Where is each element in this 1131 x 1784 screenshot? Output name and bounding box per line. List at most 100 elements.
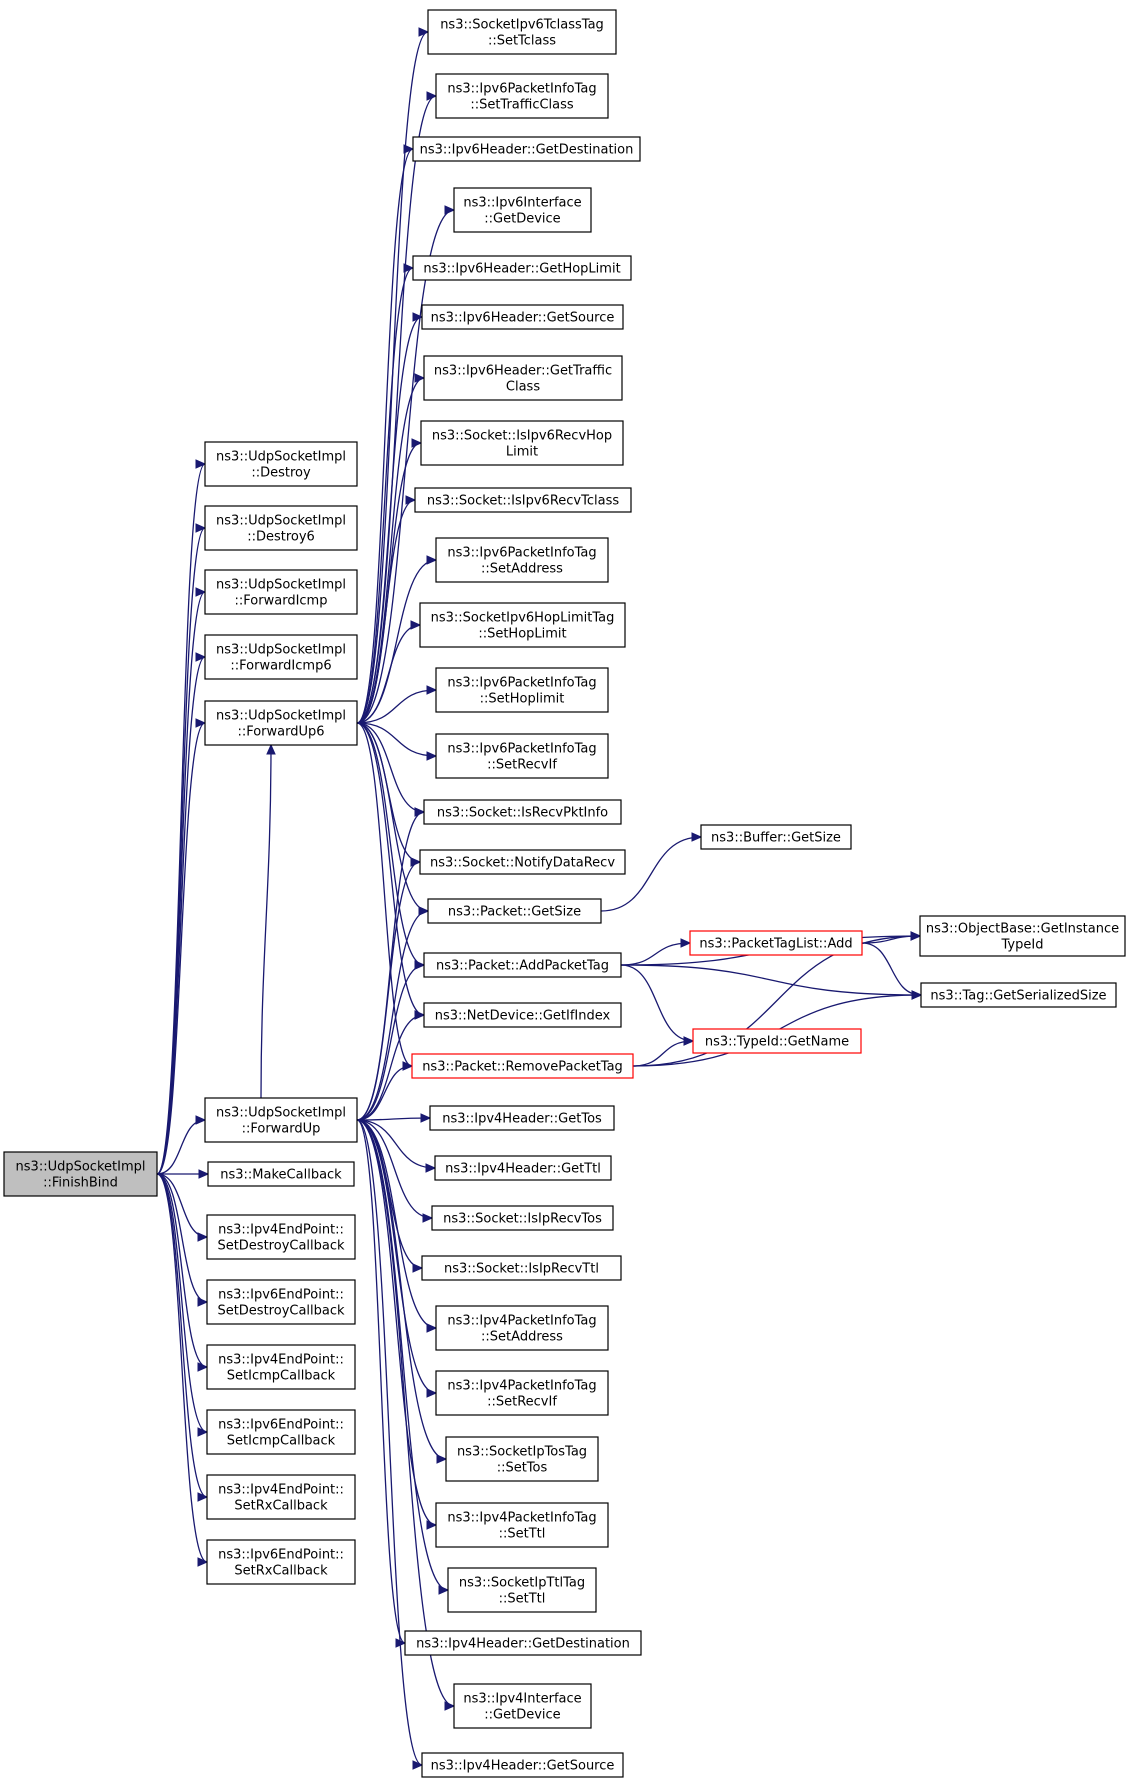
- node-bufsize[interactable]: ns3::Buffer::GetSize: [700, 824, 852, 850]
- node-pi4ttl[interactable]: ns3::Ipv4PacketInfoTag::SetTtl: [435, 1502, 609, 1548]
- edge-fwdup-to-h4dest: [356, 1119, 406, 1644]
- node-ifindex[interactable]: ns3::NetDevice::GetIfIndex: [423, 1002, 622, 1028]
- node-ep4rx[interactable]: ns3::Ipv4EndPoint::SetRxCallback: [206, 1474, 356, 1520]
- node-label-ep4icmp-line-1: ns3::Ipv4EndPoint::: [218, 1353, 344, 1368]
- node-label-pktinfo-line-1: ns3::Socket::IsRecvPktInfo: [437, 806, 608, 821]
- node-pi6recvif[interactable]: ns3::Ipv6PacketInfoTag::SetRecvIf: [435, 733, 609, 779]
- node-box-h6src: [421, 304, 624, 330]
- node-label-pi4addr-line-2: ::SetAddress: [481, 1330, 563, 1345]
- node-if4dev[interactable]: ns3::Ipv4Interface::GetDevice: [453, 1683, 592, 1729]
- node-label-ep4rx-line-2: SetRxCallback: [234, 1499, 328, 1514]
- edge-rmtag-to-getinst: [632, 935, 921, 1067]
- node-box-ep6icmp: [206, 1409, 356, 1455]
- node-label-h6dest-line-1: ns3::Ipv6Header::GetDestination: [420, 143, 634, 158]
- node-ttltag[interactable]: ns3::SocketIpTtlTag::SetTtl: [447, 1567, 597, 1613]
- node-tagsize[interactable]: ns3::Tag::GetSerializedSize: [920, 982, 1117, 1008]
- node-label-recvhop-line-1: ns3::Socket::IsIpv6RecvHop: [432, 429, 612, 444]
- node-box-h6dest: [412, 136, 641, 162]
- node-box-ep4destroy: [206, 1214, 356, 1260]
- edge-fwdup6-to-pi6hop: [356, 689, 437, 724]
- arrowhead-rmtag-to-tagsize: [911, 990, 923, 1000]
- node-ptladd[interactable]: ns3::PacketTagList::Add: [689, 930, 863, 956]
- node-pi6addr[interactable]: ns3::Ipv6PacketInfoTag::SetAddress: [435, 537, 609, 583]
- node-addtag[interactable]: ns3::Packet::AddPacketTag: [423, 952, 622, 978]
- node-ep6icmp[interactable]: ns3::Ipv6EndPoint::SetIcmpCallback: [206, 1409, 356, 1455]
- node-fwdicmp6[interactable]: ns3::UdpSocketImpl::ForwardIcmp6: [204, 634, 358, 680]
- node-h4src[interactable]: ns3::Ipv4Header::GetSource: [421, 1752, 624, 1778]
- node-pktinfo[interactable]: ns3::Socket::IsRecvPktInfo: [423, 799, 622, 825]
- node-makecb[interactable]: ns3::MakeCallback: [207, 1161, 355, 1187]
- arrowhead-finishbind-to-fwdicmp6: [195, 652, 207, 662]
- node-typename[interactable]: ns3::TypeId::GetName: [692, 1028, 862, 1054]
- node-label-destroy-line-1: ns3::UdpSocketImpl: [216, 450, 346, 465]
- node-box-pi4recvif: [435, 1370, 609, 1416]
- edge-fwdup-to-pktsize: [356, 910, 429, 1121]
- node-fwdicmp[interactable]: ns3::UdpSocketImpl::ForwardIcmp: [204, 569, 358, 615]
- node-label-pi6addr-line-1: ns3::Ipv6PacketInfoTag: [447, 546, 596, 561]
- node-pi6hop[interactable]: ns3::Ipv6PacketInfoTag::SetHoplimit: [435, 667, 609, 713]
- node-hoptag[interactable]: ns3::SocketIpv6HopLimitTag::SetHopLimit: [419, 602, 626, 648]
- edge-fwdup6-to-h6tc: [356, 377, 425, 724]
- node-recvttl[interactable]: ns3::Socket::IsIpRecvTtl: [421, 1255, 622, 1281]
- node-h6src[interactable]: ns3::Ipv6Header::GetSource: [421, 304, 624, 330]
- edge-finishbind-to-ep6rx: [156, 1173, 208, 1563]
- node-destroy6[interactable]: ns3::UdpSocketImpl::Destroy6: [204, 505, 358, 551]
- node-label-if6dev-line-1: ns3::Ipv6Interface: [463, 196, 581, 211]
- node-tostag[interactable]: ns3::SocketIpTosTag::SetTos: [445, 1436, 599, 1482]
- node-label-fwdicmp-line-2: ::ForwardIcmp: [235, 594, 328, 609]
- node-label-if4dev-line-1: ns3::Ipv4Interface: [463, 1692, 581, 1707]
- node-label-pi6hop-line-1: ns3::Ipv6PacketInfoTag: [447, 676, 596, 691]
- node-ep4icmp[interactable]: ns3::Ipv4EndPoint::SetIcmpCallback: [206, 1344, 356, 1390]
- arrowhead-fwdup-to-recvttl: [412, 1263, 424, 1273]
- node-recvtc[interactable]: ns3::Socket::IsIpv6RecvTclass: [414, 487, 632, 513]
- arrowhead-finishbind-to-makecb: [198, 1169, 210, 1179]
- node-label-tostag-line-1: ns3::SocketIpTosTag: [457, 1445, 587, 1460]
- node-h6hop[interactable]: ns3::Ipv6Header::GetHopLimit: [412, 255, 632, 281]
- edge-fwdup-to-notify: [356, 861, 421, 1121]
- node-box-fwdicmp6: [204, 634, 358, 680]
- edge-fwdup-to-if4dev: [356, 1119, 455, 1707]
- node-h4dest[interactable]: ns3::Ipv4Header::GetDestination: [404, 1630, 642, 1656]
- node-label-ep6destroy-line-1: ns3::Ipv6EndPoint::: [218, 1288, 344, 1303]
- node-notify[interactable]: ns3::Socket::NotifyDataRecv: [419, 849, 626, 875]
- arrowhead-fwdup6-to-tclass: [418, 27, 430, 37]
- edge-fwdup-to-addtag: [356, 964, 425, 1121]
- node-label-getinst-line-1: ns3::ObjectBase::GetInstance: [926, 922, 1119, 937]
- edge-finishbind-to-fwdicmp: [156, 591, 206, 1175]
- node-label-recvtos-line-1: ns3::Socket::IsIpRecvTos: [443, 1212, 602, 1227]
- node-box-tagsize: [920, 982, 1117, 1008]
- node-h4tos[interactable]: ns3::Ipv4Header::GetTos: [429, 1105, 615, 1131]
- node-fwdup[interactable]: ns3::UdpSocketImpl::ForwardUp: [204, 1097, 358, 1143]
- arrowhead-fwdup-to-rmtag: [402, 1061, 414, 1071]
- node-box-typename: [692, 1028, 862, 1054]
- node-tclass[interactable]: ns3::SocketIpv6TclassTag::SetTclass: [427, 9, 617, 55]
- node-destroy[interactable]: ns3::UdpSocketImpl::Destroy: [204, 441, 358, 487]
- node-rmtag[interactable]: ns3::Packet::RemovePacketTag: [411, 1053, 634, 1079]
- node-ep4destroy[interactable]: ns3::Ipv4EndPoint::SetDestroyCallback: [206, 1214, 356, 1260]
- call-nodes: ns3::UdpSocketImpl::FinishBind ns3::UdpSo…: [3, 9, 1126, 1778]
- node-pi4recvif[interactable]: ns3::Ipv4PacketInfoTag::SetRecvIf: [435, 1370, 609, 1416]
- edge-fwdup6-to-ifindex: [356, 722, 425, 1016]
- node-if6dev[interactable]: ns3::Ipv6Interface::GetDevice: [453, 187, 592, 233]
- node-ep6rx[interactable]: ns3::Ipv6EndPoint::SetRxCallback: [206, 1539, 356, 1585]
- node-box-fwdup: [204, 1097, 358, 1143]
- node-h6dest[interactable]: ns3::Ipv6Header::GetDestination: [412, 136, 641, 162]
- node-label-getinst-line-2: TypeId: [1001, 938, 1044, 953]
- node-recvtos[interactable]: ns3::Socket::IsIpRecvTos: [431, 1205, 614, 1231]
- node-label-pi4addr-line-1: ns3::Ipv4PacketInfoTag: [447, 1314, 596, 1329]
- node-pktsize[interactable]: ns3::Packet::GetSize: [427, 898, 602, 924]
- node-pi4addr[interactable]: ns3::Ipv4PacketInfoTag::SetAddress: [435, 1305, 609, 1351]
- arrowhead-finishbind-to-ep6rx: [197, 1557, 209, 1567]
- node-fwdup6[interactable]: ns3::UdpSocketImpl::ForwardUp6: [204, 700, 358, 746]
- node-ep6destroy[interactable]: ns3::Ipv6EndPoint::SetDestroyCallback: [206, 1279, 356, 1325]
- edge-addtag-to-ptladd: [620, 942, 691, 966]
- node-traffic[interactable]: ns3::Ipv6PacketInfoTag::SetTrafficClass: [435, 73, 609, 119]
- edge-finishbind-to-ep4rx: [156, 1173, 208, 1498]
- node-label-h6tc-line-2: Class: [506, 380, 540, 395]
- node-box-destroy6: [204, 505, 358, 551]
- node-h4ttl[interactable]: ns3::Ipv4Header::GetTtl: [434, 1155, 612, 1181]
- node-finishbind[interactable]: ns3::UdpSocketImpl::FinishBind: [3, 1151, 158, 1197]
